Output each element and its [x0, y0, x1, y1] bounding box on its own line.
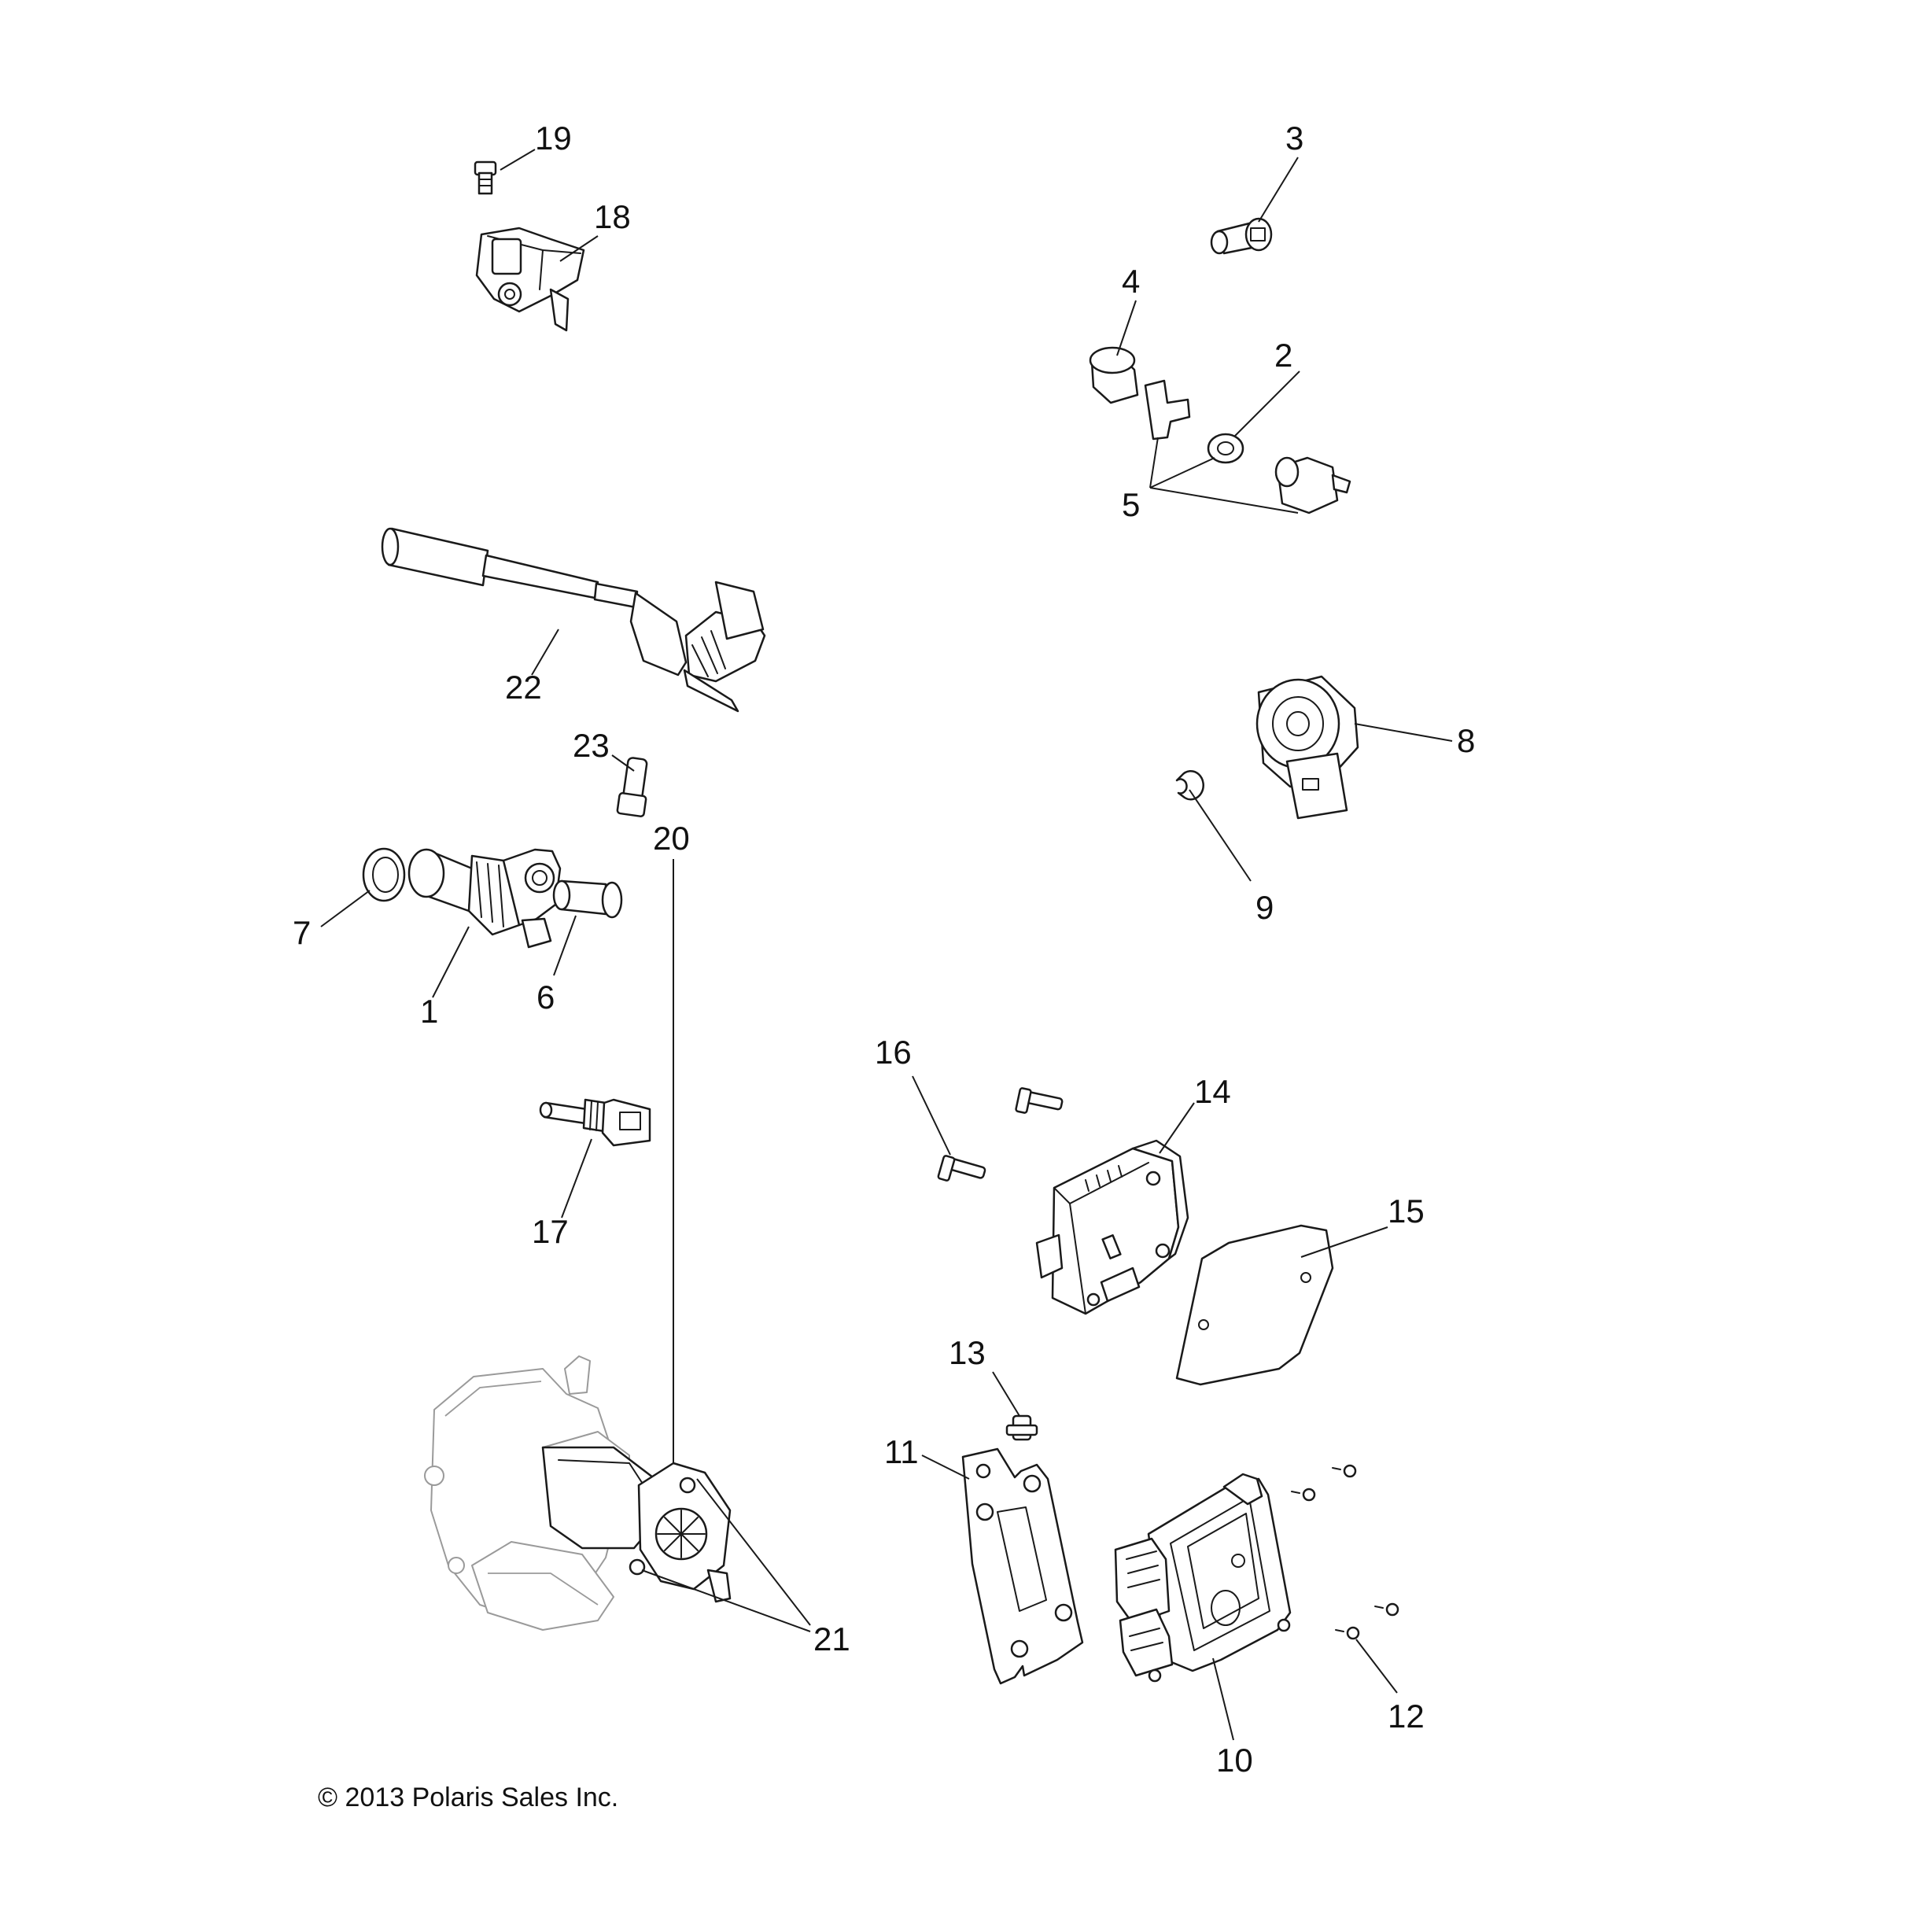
callout-11: 11 [884, 1433, 919, 1470]
leader-14 [1159, 1102, 1195, 1154]
leader-7 [320, 890, 371, 927]
leader-6 [553, 915, 577, 976]
part-14-ecu-housing [1035, 1139, 1189, 1315]
callout-7: 7 [293, 914, 311, 951]
leader-16 [912, 1075, 951, 1156]
callout-21: 21 [813, 1620, 850, 1657]
callout-15: 15 [1388, 1193, 1425, 1230]
leader-17 [561, 1138, 592, 1219]
part-23-bolt [616, 757, 648, 817]
part-18-map-sensor [475, 227, 585, 332]
leader-2 [1234, 371, 1300, 437]
part-1-position-sensor [407, 848, 562, 949]
callout-18: 18 [594, 198, 631, 235]
callout-5: 5 [1122, 486, 1140, 523]
leader-5b [1149, 457, 1215, 489]
part-2-washer [1207, 433, 1244, 464]
part-19-bolt [474, 160, 497, 195]
part-5-switch [1274, 456, 1351, 514]
leader-5a [1149, 437, 1159, 489]
callout-6: 6 [536, 979, 555, 1016]
callout-16: 16 [875, 1034, 912, 1071]
callout-22: 22 [505, 669, 542, 706]
callout-19: 19 [535, 120, 572, 157]
part-8-knock-sensor [1255, 675, 1359, 820]
leader-15 [1300, 1226, 1388, 1258]
leader-3 [1258, 157, 1299, 223]
callout-17: 17 [532, 1213, 569, 1250]
part-15-gasket [1175, 1224, 1334, 1386]
part-7-o-ring [362, 847, 406, 902]
part-4-cap [1089, 346, 1139, 404]
leader-21a [696, 1478, 811, 1626]
part-21-throttle-position-sensor [541, 1446, 732, 1603]
part-12-screws [1291, 1464, 1399, 1640]
part-16-screws [937, 1087, 1064, 1182]
part-10-ecu [1114, 1473, 1292, 1683]
leader-1 [432, 926, 470, 998]
leader-4 [1116, 300, 1137, 356]
part-9-retaining-ring [1175, 770, 1204, 801]
part-3-plug [1210, 217, 1273, 255]
callout-1: 1 [420, 993, 438, 1030]
leader-23 [611, 754, 635, 772]
callout-8: 8 [1457, 722, 1475, 759]
callout-12: 12 [1388, 1698, 1425, 1735]
callout-14: 14 [1194, 1073, 1231, 1110]
callout-10: 10 [1216, 1742, 1253, 1779]
callout-4: 4 [1122, 263, 1140, 300]
callout-23: 23 [573, 727, 610, 764]
part-11-bracket [961, 1447, 1084, 1685]
leader-19 [500, 149, 536, 171]
callout-9: 9 [1255, 889, 1274, 926]
leader-13 [992, 1371, 1020, 1417]
part-17-temp-sensor [539, 1098, 651, 1147]
callout-3: 3 [1285, 120, 1303, 157]
part-5-clip [1144, 379, 1191, 441]
leader-10 [1212, 1657, 1234, 1741]
leader-12 [1355, 1639, 1398, 1694]
part-6-pin [552, 879, 623, 919]
leader-11 [921, 1455, 970, 1480]
leader-5c [1149, 487, 1299, 514]
leader-22 [531, 629, 559, 676]
part-22-speed-sensor [381, 527, 766, 713]
callout-20: 20 [653, 820, 690, 857]
leader-8 [1354, 723, 1453, 742]
leader-21b [641, 1569, 811, 1632]
copyright-notice: © 2013 Polaris Sales Inc. [318, 1783, 618, 1812]
leader-18 [559, 235, 599, 262]
leader-9 [1189, 789, 1252, 882]
callout-13: 13 [949, 1334, 986, 1371]
callout-2: 2 [1274, 337, 1292, 374]
part-13-screw [1005, 1414, 1038, 1441]
